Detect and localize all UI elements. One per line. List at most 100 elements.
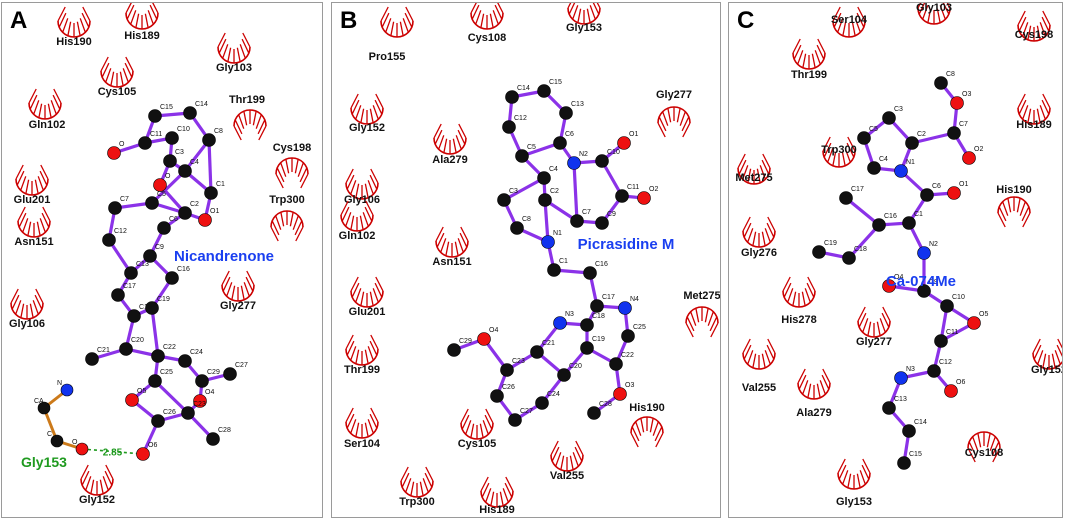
residue-label: Trp300 [821,144,856,156]
residue-atom [37,401,51,415]
residue-label: Gly106 [9,318,45,330]
ligand-atom-label: C16 [177,266,190,273]
residue-label: Pro155 [369,51,406,63]
ligand-atom-label: C5 [869,126,878,133]
ligand-atom [535,396,549,410]
ligand-atom [145,301,159,315]
ligand-atom [102,233,116,247]
ligand-atom-label: C18 [139,304,152,311]
panel-label: A [10,7,28,34]
hydrogen-bond [81,448,144,455]
ligplot-c-diagram: Ser104Gly103Cys198Thr199His189Trp300Met2… [735,3,1062,508]
residue-arc-Trp300 [822,136,856,168]
ligand-atom-label: C18 [854,246,867,253]
residue-label: Gly276 [741,247,777,259]
ligand-atom-label: C9 [607,211,616,218]
ligand-atom [595,154,609,168]
residue-arc-Gly152 [350,93,384,125]
residue-label: Thr199 [229,94,265,106]
ligand-atom [195,374,209,388]
ligand-atom [497,193,511,207]
residue-label: Met275 [735,172,772,184]
ligand-atom-label: C25 [160,369,173,376]
ligand-atom [920,188,934,202]
ligand-atom-label: C16 [595,261,608,268]
residue-arc-Thr199 [345,334,379,366]
hbond-distance-label: 2.85 [103,448,123,459]
ligand-atom [515,149,529,163]
residue-label: Thr199 [344,364,380,376]
ligand-atom [595,216,609,230]
residue-label: Gly153 [836,496,872,508]
ligand-atom [812,245,826,259]
residue-arc-Val255 [742,338,776,370]
ligand-atom-label: C6 [932,183,941,190]
ligand-bond [847,223,881,260]
ligand-atom [181,406,195,420]
ligand-atom [934,76,948,90]
residue-arc-Cys108 [470,3,504,30]
residue-label: Val255 [550,470,584,482]
ligand-atom-label: C10 [607,149,620,156]
residue-arc-His190 [997,196,1031,228]
residue-arc-Gly277 [221,270,255,302]
ligand-name: Ca-074Me [886,273,956,290]
ligand-atom [947,126,961,140]
ligand-atom [894,164,908,178]
ligand-bond [150,306,160,358]
residue-label: Glu201 [349,306,386,318]
ligand-atom-label: N4 [630,296,639,303]
residue-atom-label: C [47,431,52,438]
ligand-atom-label: C14 [195,101,208,108]
residue-label: His190 [56,36,91,48]
ligand-atom-label: C3 [175,149,184,156]
residue-arc-Gly153 [567,3,601,25]
residue-arc-Cys198 [275,157,309,189]
residue-arc-Trp300 [270,210,304,242]
ligand-atom [136,447,150,461]
ligand-atom [153,178,167,192]
ligand-bond [150,169,187,205]
residue-arc-Gln102 [340,200,374,232]
ligand-atom-label: C29 [207,369,220,376]
ligand-atom [151,349,165,363]
ligand-atom-label: C13 [136,261,149,268]
ligand-atom [894,371,908,385]
ligand-atom [530,345,544,359]
ligand-atom [85,352,99,366]
ligand-atom-label: O3 [962,91,971,98]
ligand-atom-label: C4 [190,159,199,166]
ligand-atom [962,151,976,165]
ligand-atom-label: C26 [163,409,176,416]
residue-label: His189 [124,30,159,42]
ligand-atom-label: C9 [155,244,164,251]
ligand-atom [927,364,941,378]
ligand-atom-label: C7 [959,121,968,128]
residue-atom [50,434,64,448]
residue-arc-His189 [480,476,514,508]
residue-arc-Ala279 [797,368,831,400]
ligand-atom-label: C3 [894,106,903,113]
ligand-atom-label: C19 [824,240,837,247]
ligand-atom [477,332,491,346]
ligand-atom [165,271,179,285]
residue-label: Gly277 [856,336,892,348]
residue-label: Ser104 [344,438,381,450]
ligand-atom-label: C19 [592,336,605,343]
residue-atom-label: O [72,439,78,446]
ligand-atom-label: C20 [131,337,144,344]
ligand-atom [178,206,192,220]
residue-label: Asn151 [432,256,471,268]
residue-label: Ala279 [796,407,831,419]
residue-arc-Cys198 [1017,10,1051,42]
residue-arc-Thr199 [233,109,267,141]
ligand-atom-label: C14 [517,85,530,92]
ligand-atom [934,334,948,348]
ligand-atom [940,299,954,313]
ligand-atom [553,136,567,150]
ligand-bond [207,138,213,195]
ligand-atom-label: C12 [114,228,127,235]
ligand-atom [609,357,623,371]
ligand-atom-label: C8 [946,71,955,78]
